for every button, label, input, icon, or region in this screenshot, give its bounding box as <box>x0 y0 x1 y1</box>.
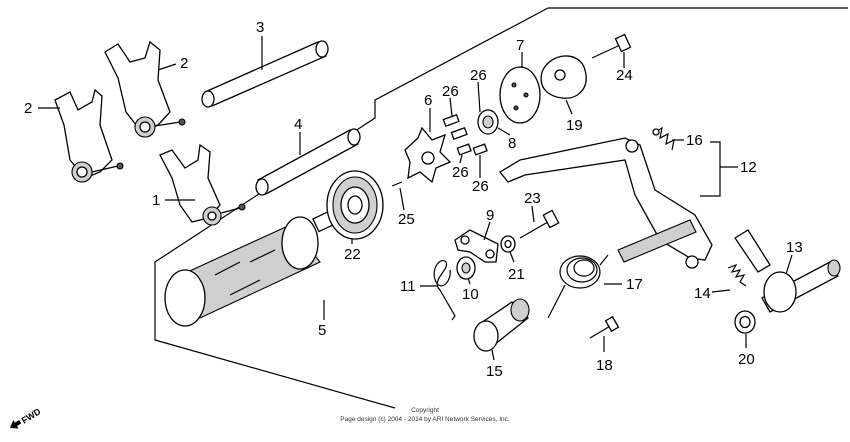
copyright-title: Copyright <box>411 407 439 414</box>
callout-12: 12 <box>740 159 757 176</box>
callout-labels: 1 2 2 3 4 5 6 7 8 9 10 11 12 13 14 15 16… <box>24 19 803 380</box>
callout-7: 7 <box>516 37 524 54</box>
callout-14: 14 <box>694 285 711 302</box>
callout-19: 19 <box>566 117 583 134</box>
fork-shaft-lower <box>255 128 361 196</box>
callout-25: 25 <box>398 211 415 228</box>
callout-10: 10 <box>462 286 479 303</box>
callout-5: 5 <box>318 322 326 339</box>
callout-26-c: 26 <box>452 164 469 181</box>
callout-1: 1 <box>152 192 160 209</box>
return-spring-upper <box>652 126 675 151</box>
copyright-line: Page design (c) 2004 - 2014 by ARI Netwo… <box>340 416 510 423</box>
callout-9: 9 <box>486 207 494 224</box>
callout-18: 18 <box>596 357 613 374</box>
callout-15: 15 <box>486 363 503 380</box>
stopper-disc <box>499 66 541 124</box>
callout-6: 6 <box>424 92 432 109</box>
drum-pin <box>391 181 403 187</box>
drum-stopper-plate <box>404 126 452 184</box>
leader-lines <box>38 36 793 361</box>
callout-20: 20 <box>738 351 755 368</box>
return-spring-lower <box>727 263 747 287</box>
stopper-pin <box>589 315 620 339</box>
fwd-arrow-icon <box>10 419 22 429</box>
callout-13: 13 <box>786 239 803 256</box>
washer-small <box>500 235 516 253</box>
callout-23: 23 <box>524 190 541 207</box>
dowel-pins <box>442 113 488 156</box>
callout-11: 11 <box>400 278 416 295</box>
callout-24: 24 <box>616 67 633 84</box>
washer-spindle <box>734 310 756 334</box>
callout-22: 22 <box>344 246 361 263</box>
callout-2-left: 2 <box>24 100 32 117</box>
fwd-indicator: FWD <box>10 406 43 429</box>
shift-fork-center <box>159 143 246 226</box>
stopper-spring <box>433 260 456 321</box>
fork-shaft-upper <box>201 40 329 108</box>
callout-26-d: 26 <box>472 178 489 195</box>
callout-3: 3 <box>256 19 264 36</box>
gearshift-arm <box>499 137 713 269</box>
collar <box>477 109 499 135</box>
callout-26-b: 26 <box>470 67 487 84</box>
callout-26-a: 26 <box>442 83 459 100</box>
shift-fork-left <box>54 88 124 183</box>
callout-4: 4 <box>294 116 302 133</box>
bolt-upper <box>591 33 632 59</box>
fwd-label: FWD <box>20 406 43 426</box>
gearshift-spindle <box>734 229 841 313</box>
callout-21: 21 <box>508 266 525 283</box>
stopper-arm <box>454 229 499 263</box>
collar-small <box>456 256 476 280</box>
torsion-spring <box>547 254 609 319</box>
bolt-stopper <box>519 209 560 239</box>
callout-17: 17 <box>626 276 643 293</box>
callout-2-upper: 2 <box>180 55 188 72</box>
bearing <box>326 170 384 240</box>
shift-drum <box>164 209 338 327</box>
shift-fork-upper <box>104 40 186 138</box>
cam-plate <box>540 55 587 99</box>
callout-16: 16 <box>686 132 703 149</box>
shift-collar <box>473 298 530 352</box>
callout-8: 8 <box>508 135 516 152</box>
